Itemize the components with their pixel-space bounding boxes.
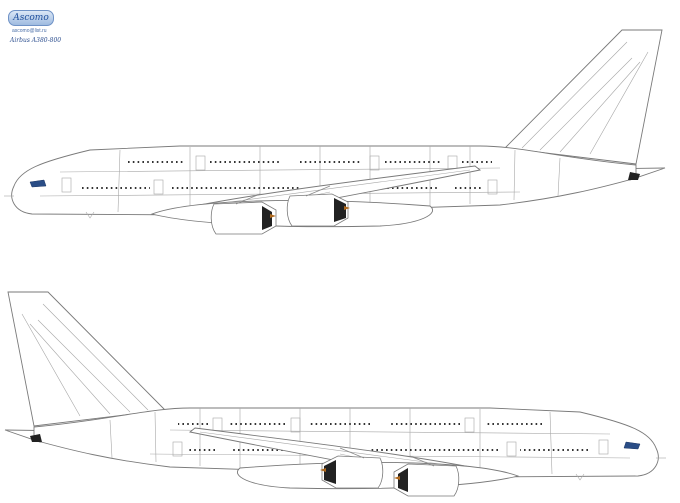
left-side-view [3, 29, 666, 235]
logo-model-caption: Airbus A380-800 [10, 37, 62, 44]
logo-badge: Ascomo [8, 10, 54, 26]
right-side-view [4, 291, 667, 497]
logo-email: ascomo@list.ru [12, 28, 47, 34]
ascomo-logo: Ascomo ascomo@list.ru Airbus A380-800 [8, 10, 68, 54]
